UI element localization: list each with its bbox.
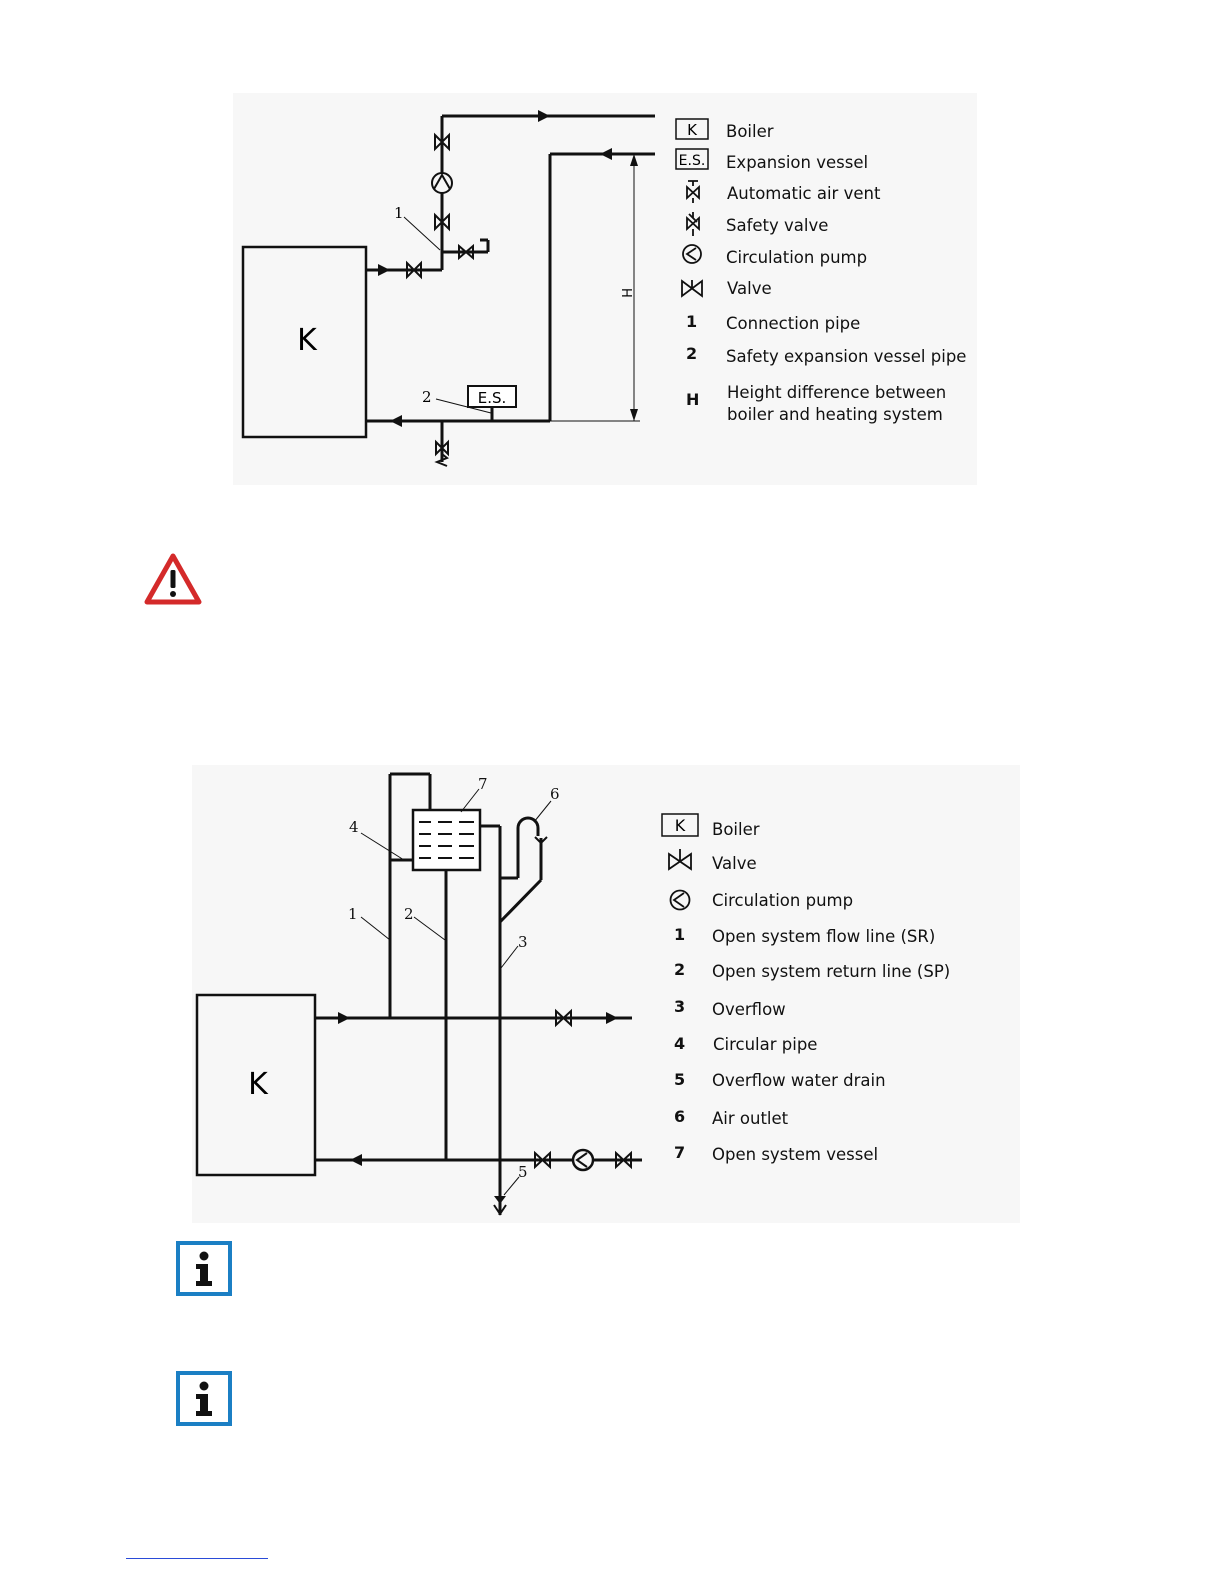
safety-valve-icon	[686, 212, 700, 236]
legend-pump: Circulation pump	[712, 891, 854, 910]
legend-circular-pipe: Circular pipe	[713, 1035, 818, 1054]
legend-boiler: Boiler	[712, 820, 760, 839]
legend-valve: Valve	[712, 854, 757, 873]
legend-number-1: 1	[674, 925, 686, 944]
warning-triangle-icon	[144, 553, 202, 605]
legend-flow-line: Open system flow line (SR)	[712, 927, 936, 946]
callout-2: 2	[404, 905, 414, 923]
pump-icon	[669, 889, 691, 911]
legend-air-vent: Automatic air vent	[727, 184, 881, 203]
legend-air-outlet: Air outlet	[712, 1109, 789, 1128]
valve-icon	[434, 212, 450, 232]
callout-3: 3	[518, 933, 528, 951]
valve-icon	[458, 243, 474, 261]
valve-icon	[615, 1150, 632, 1170]
callout-5: 5	[518, 1163, 528, 1181]
legend-number-6: 6	[674, 1107, 686, 1126]
legend-boiler-symbol: K	[687, 121, 698, 139]
legend-return-line: Open system return line (SP)	[712, 962, 951, 981]
boiler-label: K	[248, 1067, 269, 1102]
legend-number-7: 7	[674, 1143, 686, 1162]
valve-icon	[434, 132, 450, 152]
legend-overflow-drain: Overflow water drain	[712, 1071, 886, 1090]
pump-icon	[571, 1148, 595, 1172]
legend-valve: Valve	[727, 279, 772, 298]
legend-height-line1: Height difference between	[727, 383, 947, 402]
callout-1: 1	[394, 204, 404, 222]
callout-7: 7	[478, 775, 488, 793]
legend-boiler: Boiler	[726, 122, 774, 141]
callout-4: 4	[349, 818, 359, 836]
callout-6: 6	[550, 785, 560, 803]
valve-icon	[406, 260, 422, 280]
boiler-box	[195, 993, 317, 1177]
legend-number-5: 5	[674, 1070, 686, 1089]
legend-number-h: H	[686, 390, 700, 409]
es-label: E.S.	[478, 389, 507, 407]
info-icon	[176, 1371, 232, 1426]
legend-open-vessel: Open system vessel	[712, 1145, 879, 1164]
legend-number-3: 3	[674, 997, 686, 1016]
callout-2: 2	[422, 388, 432, 406]
open-system-vessel	[411, 808, 482, 872]
footer-rule	[126, 1558, 268, 1559]
air-vent-icon	[686, 180, 700, 203]
info-icon	[176, 1241, 232, 1296]
legend-overflow: Overflow	[712, 1000, 786, 1019]
legend-es-symbol: E.S.	[679, 153, 706, 169]
legend-height-line2: boiler and heating system	[727, 405, 943, 424]
dimension-h: H	[618, 288, 633, 298]
es-box	[467, 385, 517, 408]
legend-safety-pipe: Safety expansion vessel pipe	[726, 347, 967, 366]
valve-icon	[534, 1150, 551, 1170]
safety-valve-icon	[435, 439, 449, 457]
legend-number-1: 1	[686, 312, 698, 331]
legend-number-2: 2	[674, 960, 686, 979]
legend-number-2: 2	[686, 344, 698, 363]
legend-boiler-symbol: K	[675, 816, 686, 835]
legend-safety-valve: Safety valve	[726, 216, 829, 235]
valve-icon	[555, 1008, 572, 1028]
valve-icon	[668, 849, 692, 871]
legend-expansion-vessel: Expansion vessel	[726, 153, 869, 172]
boiler-label: K	[297, 323, 318, 358]
valve-icon	[681, 279, 703, 298]
legend-pump: Circulation pump	[726, 248, 868, 267]
legend-connection-pipe: Connection pipe	[726, 314, 861, 333]
open-system-diagram: K 1 2 3 4 5 6 7 K	[195, 772, 699, 1216]
callout-1: 1	[348, 905, 358, 923]
pump-icon	[682, 244, 702, 264]
expansion-vessel-diagram: E.S. K 1 2 H K E.S.	[233, 93, 977, 485]
boiler-box	[241, 245, 368, 439]
legend-number-4: 4	[674, 1034, 686, 1053]
